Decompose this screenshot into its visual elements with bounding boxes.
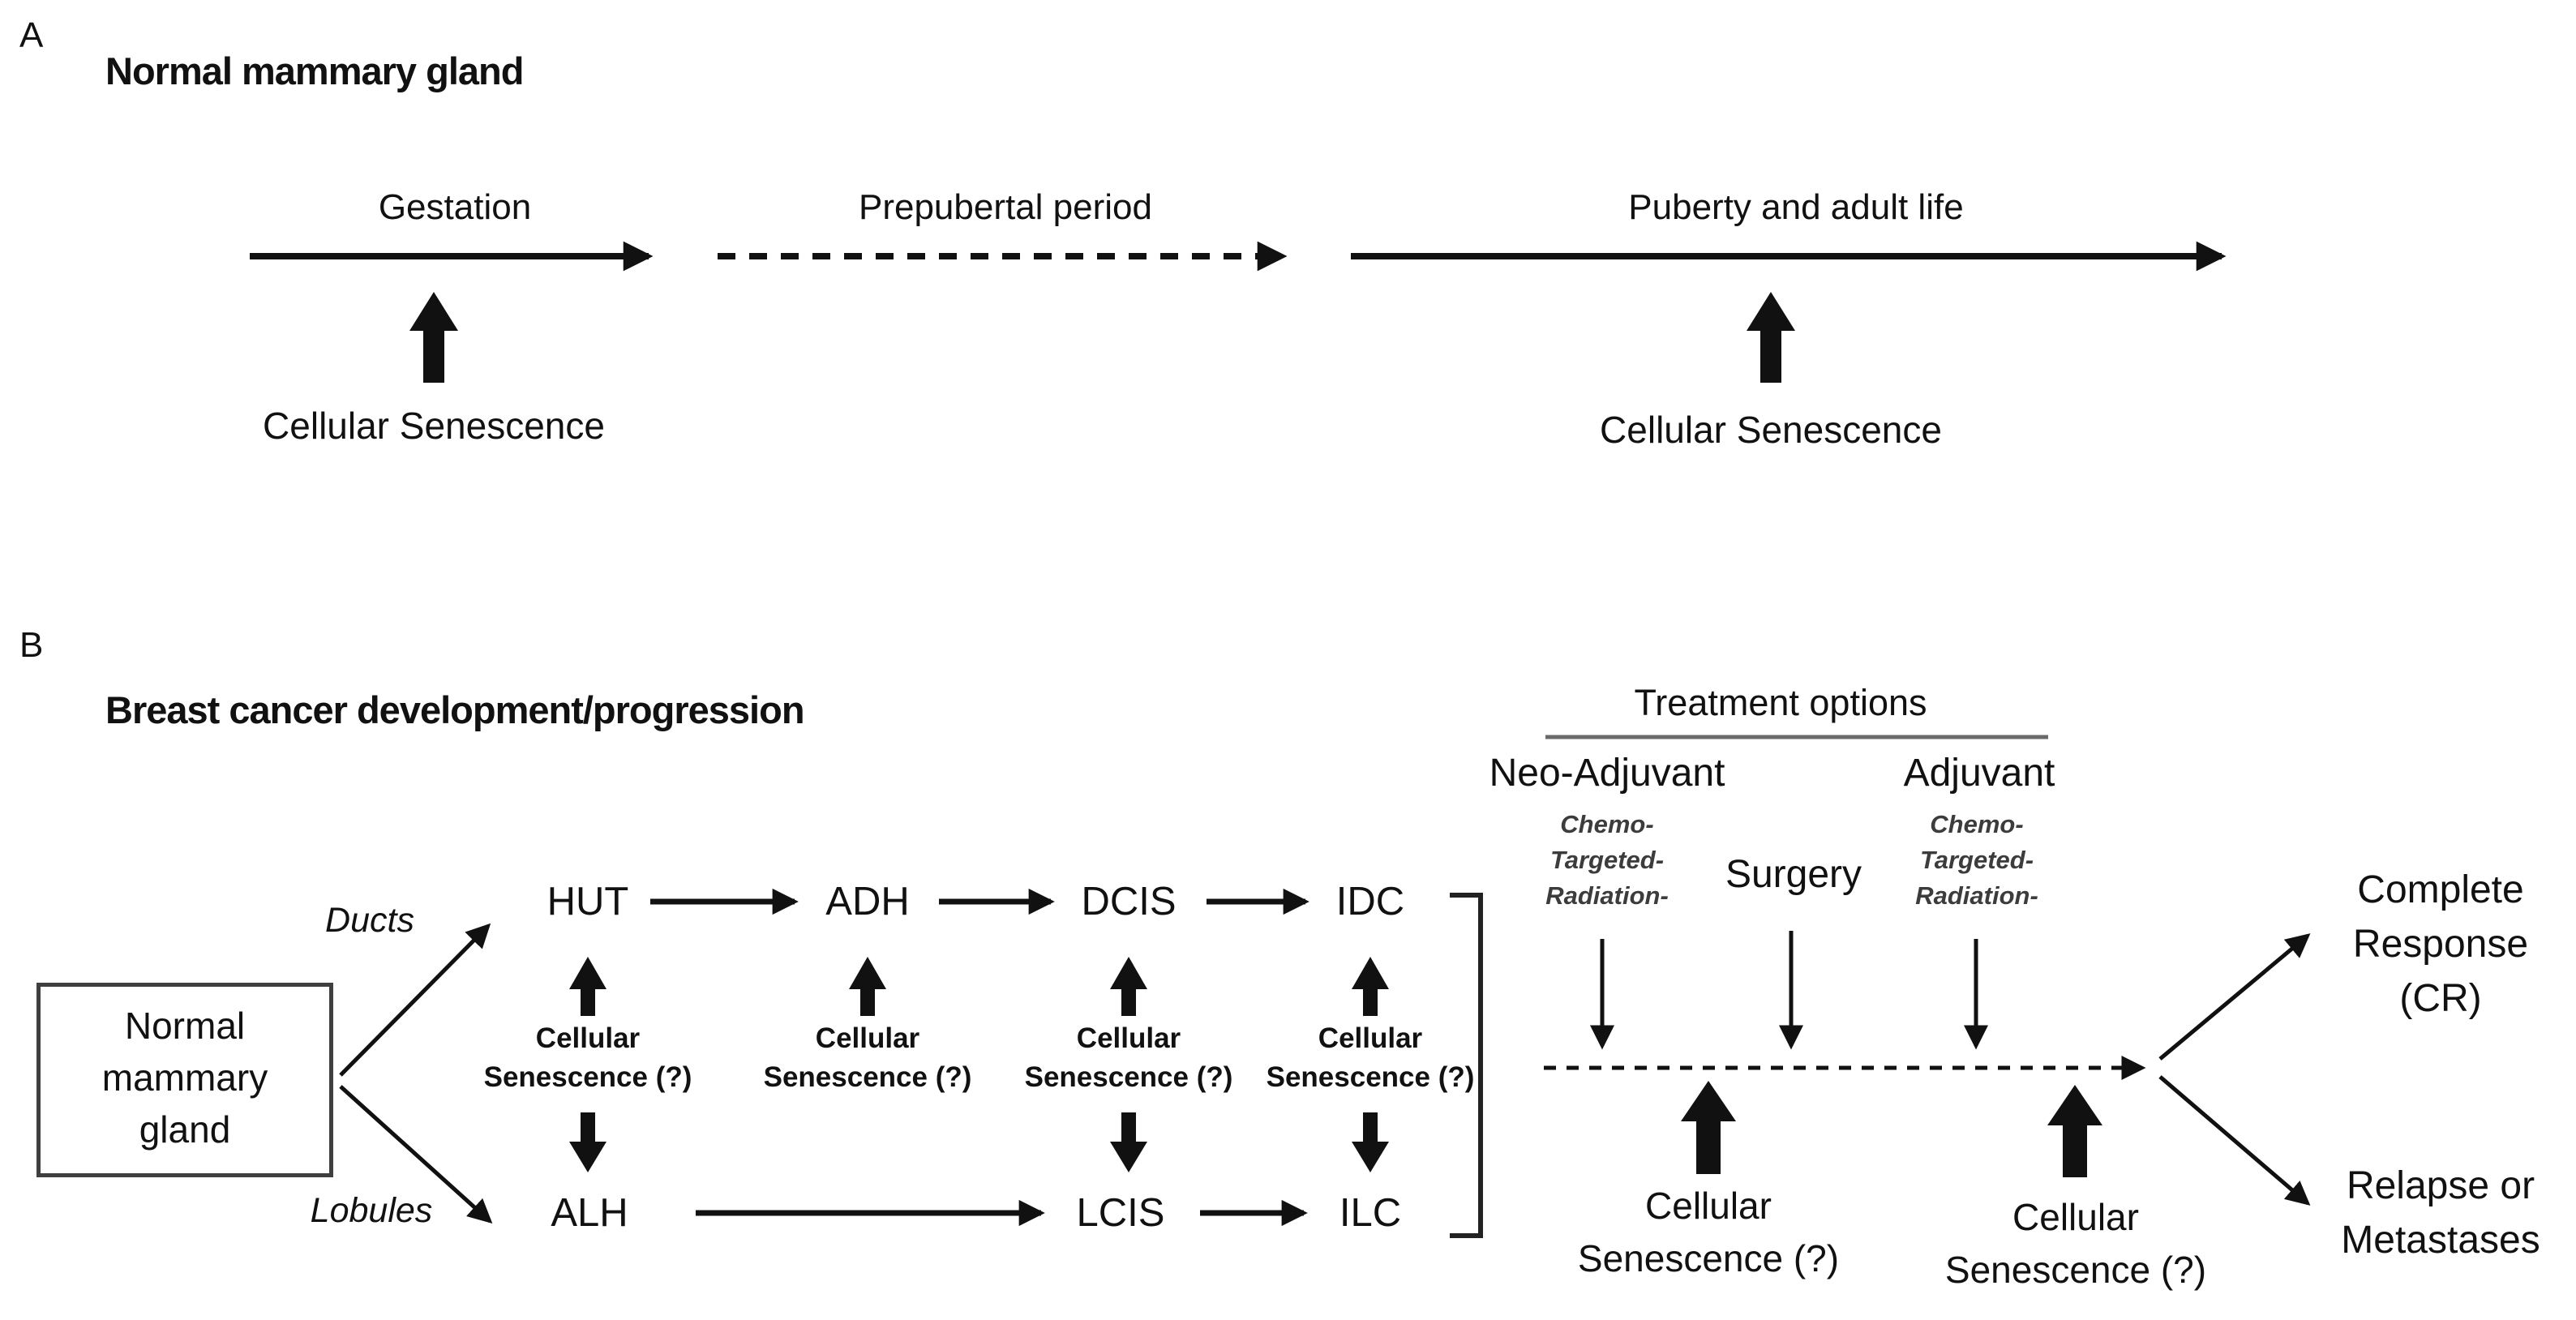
senescence-small-3-line2: Senescence (?) [1024, 1061, 1233, 1093]
node-dcis: DCIS [1081, 880, 1177, 924]
normal-mammary-gland-box: Normal mammary gland [36, 983, 333, 1177]
outcome-relapse-line1: Relapse or [2346, 1164, 2535, 1207]
node-alh: ALH [551, 1191, 628, 1235]
treatment-options-title: Treatment options [1634, 682, 1927, 723]
neo-adjuvant-label: Neo-Adjuvant [1489, 752, 1725, 795]
outcome-arrow-complete-response [2158, 933, 2311, 1061]
senescence-small-4-line1: Cellular [1318, 1022, 1423, 1054]
senescence-up-arrow-treatment-1 [1681, 1081, 1736, 1174]
treatment-senescence-2-line2: Senescence (?) [1944, 1249, 2207, 1291]
outcome-cr-line1: Complete [2357, 868, 2524, 911]
adj-modality-radiation: Radiation- [1915, 881, 2038, 910]
panel-a-label: A [19, 15, 44, 55]
cellular-senescence-label-puberty: Cellular Senescence [1600, 409, 1942, 451]
box-line-3: gland [139, 1108, 231, 1151]
treatment-senescence-2-line1: Cellular [2012, 1196, 2139, 1238]
senescence-down-arrow-lcis [1110, 1112, 1147, 1172]
senescence-up-arrow-puberty [1747, 292, 1795, 383]
senescence-down-arrow-ilc [1352, 1112, 1389, 1172]
treatment-senescence-1-line1: Cellular [1645, 1185, 1772, 1227]
adj-modality-targeted: Targeted- [1919, 846, 2034, 874]
node-idc: IDC [1335, 880, 1405, 924]
outcome-cr-line2: Response [2352, 923, 2529, 966]
neo-modality-chemo: Chemo- [1560, 810, 1654, 838]
treatment-senescence-1-line2: Senescence (?) [1577, 1237, 1840, 1279]
timeline-label-puberty: Puberty and adult life [1628, 187, 1964, 227]
senescence-down-arrow-alh [569, 1112, 606, 1172]
branch-arrow-lobules [339, 1085, 493, 1224]
node-hut: HUT [546, 880, 629, 924]
node-lcis: LCIS [1076, 1191, 1165, 1235]
timeline-label-prepubertal: Prepubertal period [858, 187, 1152, 227]
box-line-2: mammary [101, 1056, 268, 1099]
lobules-label: Lobules [310, 1191, 433, 1230]
panel-b-title: Breast cancer development/progression [105, 688, 805, 731]
senescence-up-arrow-hut [569, 957, 606, 1016]
senescence-up-arrow-treatment-2 [2047, 1085, 2102, 1177]
panel-b-label: B [19, 625, 44, 665]
panel-a-title: Normal mammary gland [105, 49, 524, 92]
senescence-up-arrow-dcis [1110, 957, 1147, 1016]
surgery-label: Surgery [1725, 853, 1862, 896]
box-line-1: Normal [124, 1005, 246, 1047]
adj-modality-chemo: Chemo- [1930, 810, 2024, 838]
branch-arrow-ducts [339, 923, 491, 1077]
senescence-small-1-line1: Cellular [535, 1022, 641, 1054]
cellular-senescence-label-gestation: Cellular Senescence [263, 405, 605, 447]
timeline-label-gestation: Gestation [378, 187, 532, 227]
senescence-up-arrow-gestation [409, 292, 458, 383]
senescence-small-2-line2: Senescence (?) [763, 1061, 972, 1093]
neo-modality-targeted: Targeted- [1549, 846, 1665, 874]
node-adh: ADH [825, 880, 910, 924]
senescence-up-arrow-adh [849, 957, 886, 1016]
senescence-small-4-line2: Senescence (?) [1266, 1061, 1475, 1093]
pathway-bracket [1450, 893, 1483, 1238]
ducts-label: Ducts [325, 901, 414, 940]
outcome-arrow-relapse [2158, 1075, 2311, 1206]
node-ilc: ILC [1339, 1191, 1402, 1235]
adjuvant-label: Adjuvant [1903, 752, 2055, 795]
senescence-up-arrow-idc [1352, 957, 1389, 1016]
senescence-small-3-line1: Cellular [1076, 1022, 1181, 1054]
senescence-small-1-line2: Senescence (?) [483, 1061, 692, 1093]
outcome-cr-line3: (CR) [2399, 977, 2482, 1020]
neo-modality-radiation: Radiation- [1545, 881, 1669, 910]
outcome-relapse-line2: Metastases [2341, 1219, 2540, 1262]
senescence-small-2-line1: Cellular [815, 1022, 920, 1054]
